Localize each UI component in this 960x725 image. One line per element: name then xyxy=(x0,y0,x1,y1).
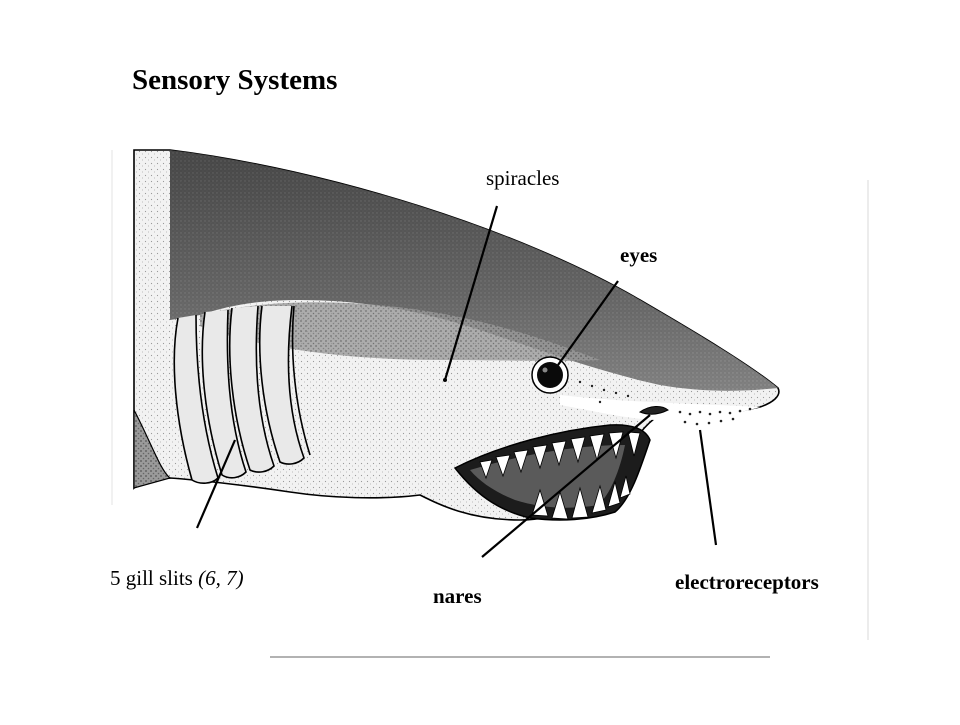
electroreceptor-pores xyxy=(578,380,752,426)
gill-slits xyxy=(173,305,311,484)
eye xyxy=(531,356,569,394)
label-gill-slits-ref: (6, 7) xyxy=(198,566,244,590)
label-electroreceptors: electroreceptors xyxy=(675,570,819,594)
pointer-lines xyxy=(195,205,718,558)
eyes-pointer xyxy=(557,280,619,366)
lower-teeth xyxy=(531,475,631,520)
upper-teeth xyxy=(479,431,641,480)
label-spiracles: spiracles xyxy=(486,166,560,190)
electroreceptors-pointer xyxy=(698,429,718,546)
pectoral-fin xyxy=(133,409,172,489)
spiracles-pointer xyxy=(443,205,499,381)
label-gill-slits-main: 5 gill slits xyxy=(110,566,193,590)
naris xyxy=(638,406,669,415)
mouth xyxy=(453,424,651,521)
nares-pointer xyxy=(481,414,651,558)
flank-stripe xyxy=(200,302,600,361)
gill-slits-pointer xyxy=(195,439,237,529)
page-title: Sensory Systems xyxy=(132,64,338,96)
label-gill-slits: 5 gill slits (6, 7) xyxy=(110,566,244,591)
label-eyes: eyes xyxy=(620,243,658,267)
label-nares: nares xyxy=(433,584,482,608)
